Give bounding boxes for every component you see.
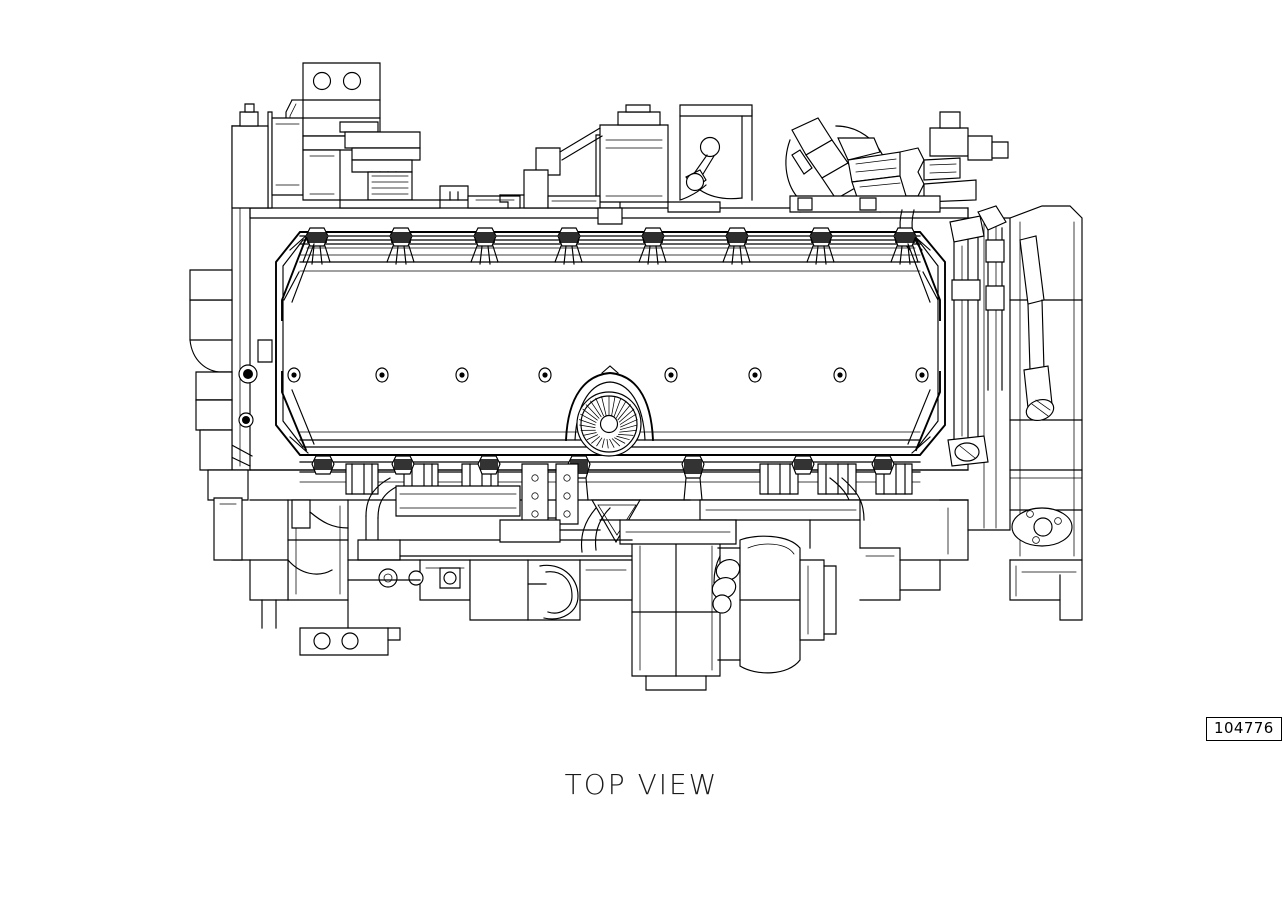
view-caption: TOP VIEW bbox=[564, 768, 719, 801]
injector-fitting bbox=[303, 227, 330, 264]
manifold-runner bbox=[817, 463, 857, 495]
left-accessory-blocks bbox=[231, 103, 269, 209]
oil-fill-cap bbox=[565, 366, 654, 457]
lower-injector-fitting bbox=[871, 455, 895, 475]
mount-pad bbox=[521, 463, 549, 525]
injector-fitting bbox=[555, 227, 582, 264]
front-mount-bracket-upper bbox=[286, 62, 381, 140]
right-side-piping bbox=[947, 205, 1055, 467]
lower-injector-fitting bbox=[391, 455, 415, 475]
mount-pad bbox=[555, 463, 579, 525]
block-rail-tab bbox=[597, 207, 623, 225]
oil-cap-radial-ribs bbox=[579, 395, 638, 449]
lower-injector-fitting bbox=[311, 455, 335, 475]
injector-fitting bbox=[891, 227, 918, 264]
exhaust-manifold bbox=[250, 455, 968, 561]
valve-cover-bolt-row bbox=[287, 367, 929, 383]
manifold-runner bbox=[759, 463, 799, 495]
injector-fitting bbox=[807, 227, 834, 264]
injector-fitting bbox=[723, 227, 750, 264]
lower-injector-fitting bbox=[681, 455, 705, 500]
part-number-box: 104776 bbox=[1206, 717, 1282, 742]
turbo-lower-body bbox=[711, 520, 836, 673]
injector-fitting bbox=[639, 227, 666, 264]
front-gear-housing bbox=[267, 111, 521, 209]
lower-misc-detail bbox=[348, 519, 633, 621]
air-compressor-housing bbox=[500, 104, 721, 213]
injector-fitting-rail bbox=[281, 227, 941, 452]
flywheel-housing bbox=[1010, 206, 1082, 620]
lower-injector-fitting bbox=[791, 455, 815, 475]
injector-fitting bbox=[471, 227, 498, 264]
injector-fitting bbox=[387, 227, 414, 264]
lower-right-foot bbox=[860, 500, 968, 600]
lower-injector-fitting bbox=[477, 455, 501, 475]
lower-left-detail bbox=[190, 269, 400, 656]
manifold-runner bbox=[345, 463, 379, 495]
control-linkage-rod bbox=[679, 104, 753, 200]
